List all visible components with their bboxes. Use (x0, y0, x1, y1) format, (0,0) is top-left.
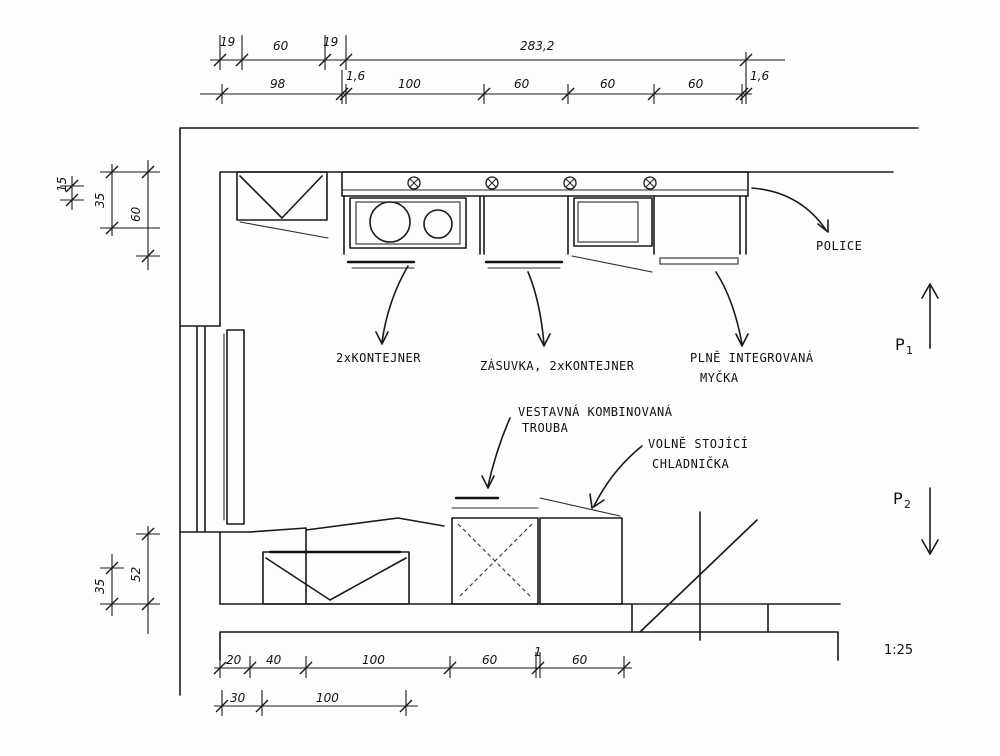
dim-left-15: 15 (55, 177, 69, 192)
dim-1-6-left: 1,6 (346, 69, 365, 83)
p2-letter: P (893, 489, 903, 508)
dim-100: 100 (398, 77, 421, 91)
annotation-zasuvka: ZÁSUVKA, 2xKONTEJNER (480, 271, 635, 373)
dim-top-283: 283,2 (520, 39, 554, 53)
knob-3 (563, 176, 577, 190)
dim-60a: 60 (514, 77, 530, 91)
p1-letter: P (895, 335, 905, 354)
dim-bottom-60b: 60 (572, 653, 588, 667)
dimension-chain-left-bottom: 35 52 (93, 526, 160, 634)
dim-top-60: 60 (273, 39, 289, 53)
dimension-chain-top-1: 19 60 19 283,2 (210, 35, 785, 70)
dim-bottom-40: 40 (266, 653, 282, 667)
dimension-chain-bottom-2: 30 100 (214, 690, 418, 716)
view-marker-p2: P 2 (893, 487, 939, 555)
dim-left-35: 35 (93, 193, 107, 208)
hob (349, 197, 467, 249)
sink (573, 197, 653, 247)
dim-98: 98 (270, 77, 286, 91)
label-zasuvka: ZÁSUVKA, 2xKONTEJNER (480, 358, 635, 373)
dim-bottom-20: 20 (226, 653, 242, 667)
corner-unit-top (236, 171, 329, 239)
dim-60b: 60 (600, 77, 616, 91)
label-trouba-line1: VESTAVNÁ KOMBINOVANÁ (518, 404, 673, 419)
annotation-kontejner: 2xKONTEJNER (336, 265, 421, 365)
annotation-mycka: PLNĚ INTEGROVANÁ MYČKA (690, 271, 814, 385)
label-lednice-line1: VOLNĚ STOJÍCÍ (648, 436, 748, 451)
dim-top-19b: 19 (323, 35, 338, 49)
dim-top-19a: 19 (220, 35, 235, 49)
knob-4 (643, 176, 657, 190)
bottom-counter (249, 517, 445, 605)
label-lednice-line2: CHLADNIČKA (652, 456, 730, 471)
top-front-strokes (346, 255, 739, 273)
annotation-trouba: VESTAVNÁ KOMBINOVANÁ TROUBA (481, 404, 673, 489)
dim-bottom-1: 1 (534, 645, 542, 659)
annotation-lednice: VOLNĚ STOJÍCÍ CHLADNIČKA (589, 436, 748, 509)
top-countertop (341, 171, 749, 197)
label-trouba-line2: TROUBA (522, 421, 569, 435)
oven (451, 496, 539, 605)
label-police: POLICE (816, 239, 862, 253)
annotation-police: POLICE (751, 187, 862, 253)
dim-bottom-100: 100 (362, 653, 385, 667)
dim-bottom-100b: 100 (316, 691, 339, 705)
label-mycka-line1: PLNĚ INTEGROVANÁ (690, 350, 814, 365)
fridge (539, 497, 623, 605)
dim-60c: 60 (688, 77, 704, 91)
hob-burner-right (423, 209, 453, 239)
door-swing (631, 511, 769, 641)
top-base-cabinets (343, 195, 747, 255)
hob-burner-left (369, 201, 411, 243)
dim-1-6-right: 1,6 (750, 69, 769, 83)
dimension-chain-bottom-1: 20 40 100 60 1 60 (213, 645, 632, 678)
view-marker-p1: P 1 (895, 283, 939, 357)
dim-bottom-30: 30 (230, 691, 246, 705)
p1-index: 1 (906, 344, 913, 357)
knob-1 (407, 176, 421, 190)
label-mycka-line2: MYČKA (700, 370, 739, 385)
label-kontejner: 2xKONTEJNER (336, 351, 421, 365)
dim-left-52: 52 (129, 567, 143, 582)
dimension-chain-left-top: 15 35 60 (55, 160, 160, 270)
dim-left-35b: 35 (93, 579, 107, 594)
dimension-chain-top-2: 98 1,6 100 60 60 60 1,6 (200, 69, 769, 104)
p2-index: 2 (904, 498, 911, 511)
scale-label: 1:25 (884, 643, 913, 658)
dim-left-60: 60 (129, 206, 143, 222)
dim-bottom-60a: 60 (482, 653, 498, 667)
knob-2 (485, 176, 499, 190)
tall-cabinet-left (196, 325, 245, 533)
